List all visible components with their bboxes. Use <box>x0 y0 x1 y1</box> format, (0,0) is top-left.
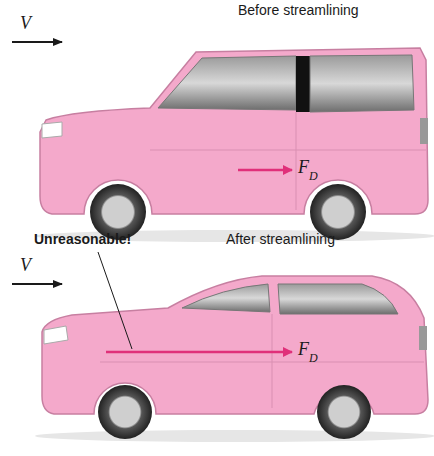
view-caption: After streamlining <box>226 232 335 247</box>
force-symbol: F <box>298 340 309 360</box>
callout-note: Unreasonable! <box>34 232 131 247</box>
velocity-symbol: V <box>20 256 31 276</box>
hatchback-body <box>42 276 428 439</box>
van-body <box>40 48 428 240</box>
view-caption: Before streamlining <box>238 3 359 18</box>
ground-shadow <box>35 430 434 442</box>
force-subscript: D <box>309 170 318 183</box>
force-subscript: D <box>309 352 318 365</box>
force-symbol: F <box>298 158 309 178</box>
drag-arrow <box>238 169 292 172</box>
velocity-arrow <box>12 283 62 285</box>
drag-arrow <box>106 351 292 354</box>
leader-line <box>98 252 132 349</box>
velocity-arrow <box>12 41 62 43</box>
velocity-symbol: V <box>20 14 31 34</box>
